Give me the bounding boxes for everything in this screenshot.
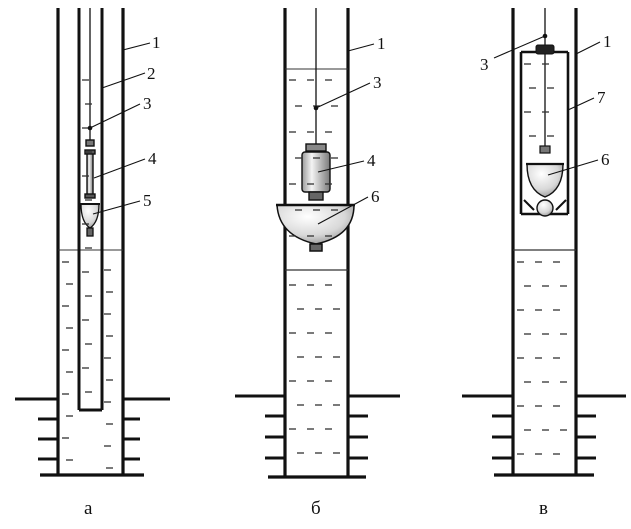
ground-a (15, 397, 170, 461)
ground-c (462, 394, 626, 460)
label-b-4: 4 (367, 151, 376, 170)
bowl-device-b (276, 203, 355, 252)
ball-weight-c (536, 199, 554, 217)
panel-a (15, 8, 170, 477)
label-b-3: 3 (373, 73, 382, 92)
cable-marker-a (87, 125, 93, 131)
casing-a (40, 8, 144, 477)
cable-marker-b (313, 105, 319, 111)
label-c-7: 7 (597, 88, 606, 107)
leader-lines (89, 35, 601, 225)
ground-b (235, 394, 400, 460)
label-a-2: 2 (147, 64, 156, 83)
casing-c (494, 8, 594, 477)
connector-c (539, 145, 551, 154)
label-b-1: 1 (377, 34, 386, 53)
label-c-6: 6 (601, 150, 610, 169)
logging-tool-b (301, 143, 331, 201)
bowl-device-c (523, 162, 567, 211)
label-c-3: 3 (480, 55, 489, 74)
label-b-6: 6 (371, 187, 380, 206)
caption-b: б (311, 498, 321, 519)
tubing-a (77, 8, 104, 412)
label-a-4: 4 (148, 149, 157, 168)
panel-c (462, 8, 626, 477)
label-c-1: 1 (603, 32, 612, 51)
caption-a: а (84, 498, 93, 519)
labels: 1 2 3 4 5 1 3 4 6 1 3 7 6 а б в (84, 32, 612, 519)
label-a-3: 3 (143, 94, 152, 113)
label-a-5: 5 (143, 191, 152, 210)
logging-tool-a (84, 139, 96, 199)
label-a-1: 1 (152, 33, 161, 52)
casing-b (268, 8, 366, 479)
frame-top-cap (535, 44, 555, 55)
cup-device-a (80, 203, 100, 237)
panel-b (235, 8, 400, 479)
liquid-dashes (62, 63, 567, 469)
cable-marker-c (542, 33, 548, 39)
caption-c: в (539, 498, 548, 519)
